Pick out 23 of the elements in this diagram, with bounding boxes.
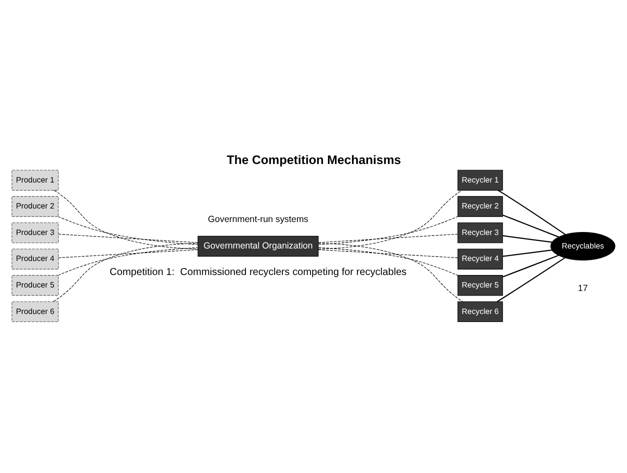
node-box: Governmental Organization (198, 235, 319, 256)
label: Government-run systems (208, 214, 308, 224)
connector (502, 234, 552, 242)
connector (58, 246, 198, 276)
diagram-title: The Competition Mechanisms (226, 152, 402, 166)
connector (53, 242, 198, 302)
connector (502, 254, 559, 277)
caption: Competition 1: Commissioned recyclers competing for recyclables (110, 266, 407, 278)
connector (318, 242, 463, 302)
connector (502, 249, 552, 256)
connector (318, 190, 462, 249)
connector (58, 233, 198, 242)
connector (318, 216, 458, 244)
connector (318, 233, 458, 242)
connector (502, 214, 559, 237)
connector (318, 246, 458, 276)
connector (496, 256, 566, 302)
connector (58, 248, 198, 258)
label: 17 (578, 282, 588, 292)
connector (498, 189, 566, 234)
connector (54, 190, 198, 249)
connector (58, 216, 198, 244)
connector (318, 248, 458, 258)
